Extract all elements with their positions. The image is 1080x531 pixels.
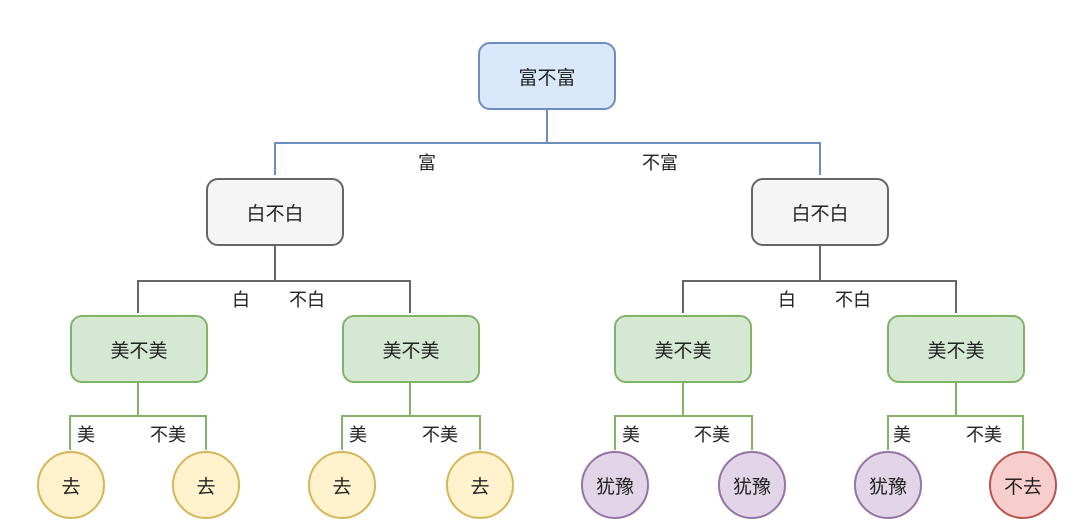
edge-root xyxy=(274,142,821,175)
leaf-go-2-label: 去 xyxy=(196,475,216,498)
beauty-node-2: 美不美 xyxy=(342,315,480,383)
leaf-hesitate-1-label: 犹豫 xyxy=(595,475,634,498)
edge-label-beauty-2: 美 xyxy=(349,425,367,446)
beauty-node-4-label: 美不美 xyxy=(927,339,985,362)
beauty-node-1-label: 美不美 xyxy=(110,339,168,362)
leaf-not-go-label: 不去 xyxy=(1003,475,1042,498)
edge-label-not-beauty-2: 不美 xyxy=(422,425,458,446)
white-node-right-label: 白不白 xyxy=(791,202,849,225)
leaf-go-4: 去 xyxy=(446,451,514,519)
edge-label-not-beauty-3: 不美 xyxy=(694,425,730,446)
edge-label-beauty-1: 美 xyxy=(77,425,95,446)
leaf-go-3-label: 去 xyxy=(332,475,352,498)
beauty-node-2-label: 美不美 xyxy=(382,339,440,362)
beauty-node-3: 美不美 xyxy=(614,315,752,383)
edge-label-not-beauty-1: 不美 xyxy=(150,425,186,446)
beauty-node-4: 美不美 xyxy=(887,315,1025,383)
root-node-label: 富不富 xyxy=(518,66,576,89)
white-node-left-label: 白不白 xyxy=(246,202,304,225)
edge-label-not-white-1: 不白 xyxy=(289,290,325,311)
edge-label-rich: 富 xyxy=(418,153,436,174)
leaf-go-4-label: 去 xyxy=(470,475,490,498)
edge-label-beauty-4: 美 xyxy=(893,425,911,446)
white-node-right: 白不白 xyxy=(751,178,889,246)
edge-l1-left xyxy=(137,280,411,313)
edge-l2-3 xyxy=(614,415,753,450)
edge-label-not-beauty-4: 不美 xyxy=(966,425,1002,446)
edge-l2-4 xyxy=(887,415,1024,450)
leaf-hesitate-1: 犹豫 xyxy=(581,451,649,519)
leaf-not-go: 不去 xyxy=(989,451,1057,519)
beauty-node-3-label: 美不美 xyxy=(654,339,712,362)
white-node-left: 白不白 xyxy=(206,178,344,246)
leaf-go-3: 去 xyxy=(308,451,376,519)
leaf-hesitate-3-label: 犹豫 xyxy=(868,475,907,498)
leaf-hesitate-2: 犹豫 xyxy=(718,451,786,519)
edge-l2-2 xyxy=(341,415,481,450)
edge-label-white-1: 白 xyxy=(232,290,250,311)
edge-label-white-2: 白 xyxy=(778,290,796,311)
leaf-hesitate-2-label: 犹豫 xyxy=(732,475,771,498)
leaf-go-1-label: 去 xyxy=(61,475,81,498)
leaf-hesitate-3: 犹豫 xyxy=(854,451,922,519)
edge-label-not-white-2: 不白 xyxy=(835,290,871,311)
edge-l2-1 xyxy=(69,415,207,450)
edge-label-not-rich: 不富 xyxy=(642,153,678,174)
leaf-go-2: 去 xyxy=(172,451,240,519)
edge-l1-right xyxy=(682,280,957,313)
beauty-node-1: 美不美 xyxy=(70,315,208,383)
edge-label-beauty-3: 美 xyxy=(622,425,640,446)
root-node: 富不富 xyxy=(478,42,616,110)
leaf-go-1: 去 xyxy=(37,451,105,519)
